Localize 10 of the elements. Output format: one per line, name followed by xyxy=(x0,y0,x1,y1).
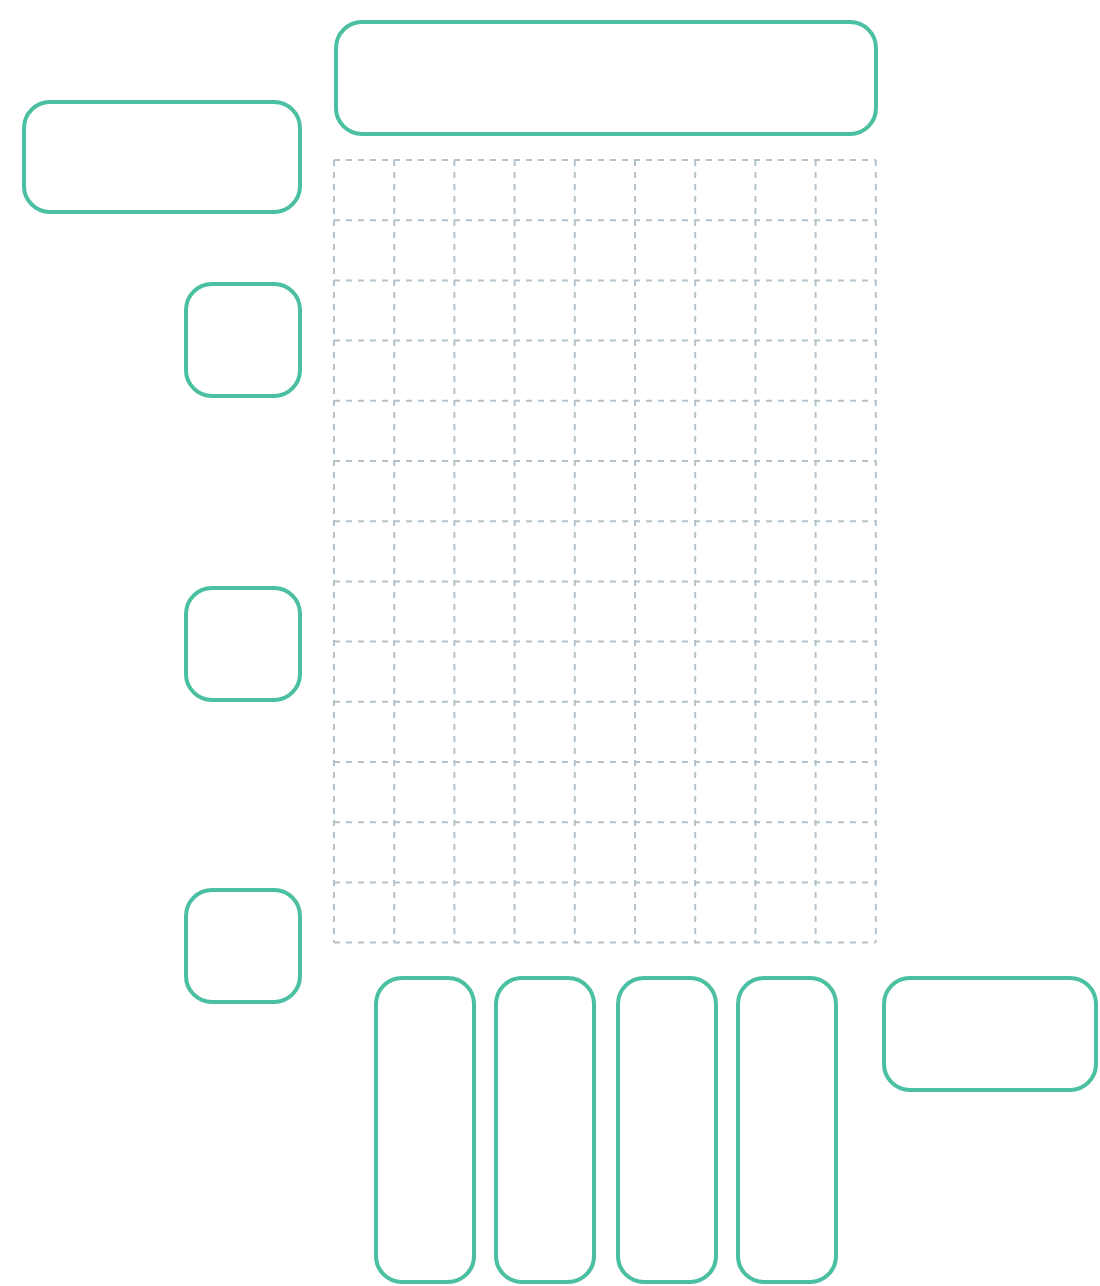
rounded-box xyxy=(494,976,596,1284)
rounded-box xyxy=(374,976,476,1284)
rounded-box xyxy=(184,586,302,702)
rounded-box xyxy=(616,976,718,1284)
rounded-box xyxy=(184,888,302,1004)
rounded-box xyxy=(184,282,302,398)
rounded-box xyxy=(882,976,1098,1092)
rounded-box xyxy=(334,20,878,136)
rounded-box xyxy=(736,976,838,1284)
rounded-box xyxy=(22,100,302,214)
